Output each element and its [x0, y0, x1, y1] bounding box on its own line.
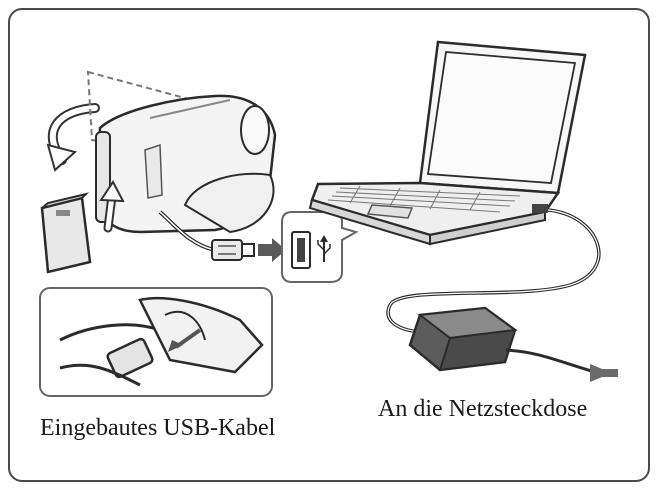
connect-arrow	[258, 238, 286, 262]
usb-plug-icon	[211, 239, 255, 261]
camcorder-icon	[95, 94, 277, 234]
builtin-usb-cable	[158, 210, 216, 252]
usb-symbol-icon	[317, 235, 331, 262]
usb-port-callout	[281, 211, 359, 283]
cable-detail-inset	[39, 287, 273, 397]
laptop-icon	[308, 40, 587, 246]
battery-icon	[40, 192, 92, 274]
ac-adapter-icon	[408, 306, 518, 372]
mains-cable	[505, 348, 596, 374]
battery-insert-arrow	[99, 180, 125, 233]
caption-to-outlet: An die Netzsteckdose	[378, 396, 588, 422]
caption-builtin-usb-cable: Eingebautes USB-Kabel	[40, 415, 276, 441]
rotate-arrow-icon	[46, 103, 100, 172]
